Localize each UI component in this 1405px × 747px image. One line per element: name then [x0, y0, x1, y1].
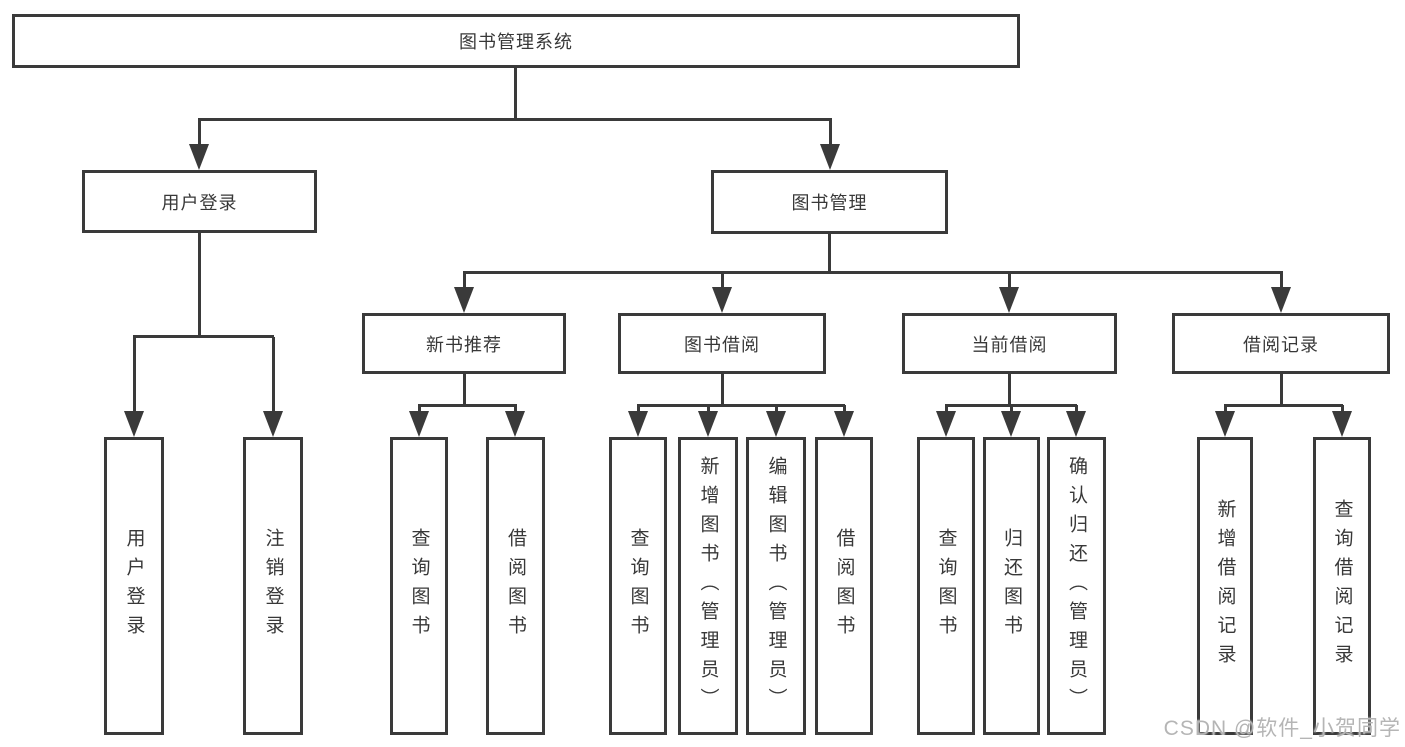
arrowhead-down-icon: [409, 411, 429, 437]
arrowhead-down-icon: [1001, 411, 1021, 437]
arrowhead-down-icon: [698, 411, 718, 437]
arrowhead-down-icon: [1332, 411, 1352, 437]
connector-line: [198, 232, 201, 337]
leaf-edit-book-admin: 编辑图书（管理员）: [746, 437, 806, 735]
leaf-query-books-current: 查询图书: [917, 437, 975, 735]
arrowhead-down-icon: [189, 144, 209, 170]
leaf-label: 用户登录: [123, 528, 145, 644]
node-user-login: 用户登录: [82, 170, 317, 233]
connector-line: [775, 405, 778, 415]
leaf-query-borrow-record: 查询借阅记录: [1313, 437, 1371, 735]
connector-line: [1224, 404, 1343, 407]
connector-line: [463, 273, 466, 289]
connector-line: [198, 118, 832, 121]
connector-line: [418, 404, 517, 407]
leaf-label: 归还图书: [1001, 528, 1022, 644]
arrowhead-down-icon: [454, 287, 474, 313]
connector-line: [1075, 405, 1078, 415]
arrowhead-down-icon: [505, 411, 525, 437]
node-label: 图书管理系统: [459, 32, 573, 52]
connector-line: [133, 337, 136, 415]
leaf-add-borrow-record: 新增借阅记录: [1197, 437, 1253, 735]
node-label: 当前借阅: [971, 334, 1048, 355]
node-book-borrowing: 图书借阅: [618, 313, 826, 374]
arrowhead-down-icon: [766, 411, 786, 437]
connector-line: [1224, 405, 1227, 415]
leaf-borrow-books-recommend: 借阅图书: [486, 437, 545, 735]
connector-line: [418, 405, 421, 415]
node-label: 用户登录: [161, 192, 238, 213]
leaf-query-books-borrow: 查询图书: [609, 437, 667, 735]
node-book-management: 图书管理: [711, 170, 948, 234]
arrowhead-down-icon: [124, 411, 144, 437]
node-new-book-recommend: 新书推荐: [362, 313, 566, 374]
connector-line: [272, 337, 275, 415]
leaf-user-login: 用户登录: [104, 437, 164, 735]
leaf-borrow-books: 借阅图书: [815, 437, 873, 735]
leaf-label: 注销登录: [262, 528, 284, 644]
leaf-add-book-admin: 新增图书（管理员）: [678, 437, 738, 735]
leaf-label: 借阅图书: [505, 528, 526, 644]
leaf-return-book: 归还图书: [983, 437, 1040, 735]
connector-line: [198, 120, 201, 148]
connector-line: [514, 405, 517, 415]
arrowhead-down-icon: [1271, 287, 1291, 313]
leaf-label: 编辑图书（管理员）: [765, 455, 787, 717]
node-current-borrowing: 当前借阅: [902, 313, 1117, 374]
connector-line: [1341, 405, 1344, 415]
connector-line: [828, 233, 831, 273]
arrowhead-down-icon: [1066, 411, 1086, 437]
leaf-logout: 注销登录: [243, 437, 303, 735]
leaf-label: 查询图书: [935, 528, 957, 644]
arrowhead-down-icon: [712, 287, 732, 313]
leaf-label: 查询图书: [408, 528, 430, 644]
node-borrowing-records: 借阅记录: [1172, 313, 1390, 374]
connector-line: [637, 405, 640, 415]
connector-line: [843, 405, 846, 415]
connector-line: [514, 66, 517, 120]
arrowhead-down-icon: [999, 287, 1019, 313]
connector-line: [463, 271, 1283, 274]
connector-line: [1280, 273, 1283, 289]
connector-line: [721, 273, 724, 289]
node-library-management-system: 图书管理系统: [12, 14, 1020, 68]
connector-line: [829, 120, 832, 148]
connector-line: [1008, 273, 1011, 289]
arrowhead-down-icon: [628, 411, 648, 437]
arrowhead-down-icon: [834, 411, 854, 437]
leaf-label: 借阅图书: [833, 528, 855, 644]
connector-line: [945, 405, 948, 415]
leaf-label: 新增图书（管理员）: [697, 455, 719, 717]
arrowhead-down-icon: [936, 411, 956, 437]
arrowhead-down-icon: [263, 411, 283, 437]
node-label: 图书管理: [791, 193, 868, 213]
connector-line: [133, 335, 274, 338]
csdn-watermark: CSDN @软件_小贺同学: [1163, 717, 1401, 740]
arrowhead-down-icon: [820, 144, 840, 170]
connector-line: [463, 373, 466, 406]
leaf-label: 查询借阅记录: [1331, 499, 1353, 673]
node-label: 借阅记录: [1243, 334, 1319, 355]
connector-line: [707, 405, 710, 415]
leaf-confirm-return-admin: 确认归还（管理员）: [1047, 437, 1106, 735]
arrowhead-down-icon: [1215, 411, 1235, 437]
connector-line: [1008, 373, 1011, 406]
leaf-label: 新增借阅记录: [1214, 499, 1236, 673]
node-label: 图书借阅: [684, 334, 760, 355]
leaf-label: 确认归还（管理员）: [1066, 455, 1087, 717]
connector-line: [1280, 373, 1283, 406]
connector-line: [637, 404, 845, 407]
connector-line: [1010, 405, 1013, 415]
leaf-query-books-recommend: 查询图书: [390, 437, 448, 735]
connector-line: [721, 373, 724, 406]
node-label: 新书推荐: [426, 334, 502, 355]
leaf-label: 查询图书: [627, 528, 649, 644]
